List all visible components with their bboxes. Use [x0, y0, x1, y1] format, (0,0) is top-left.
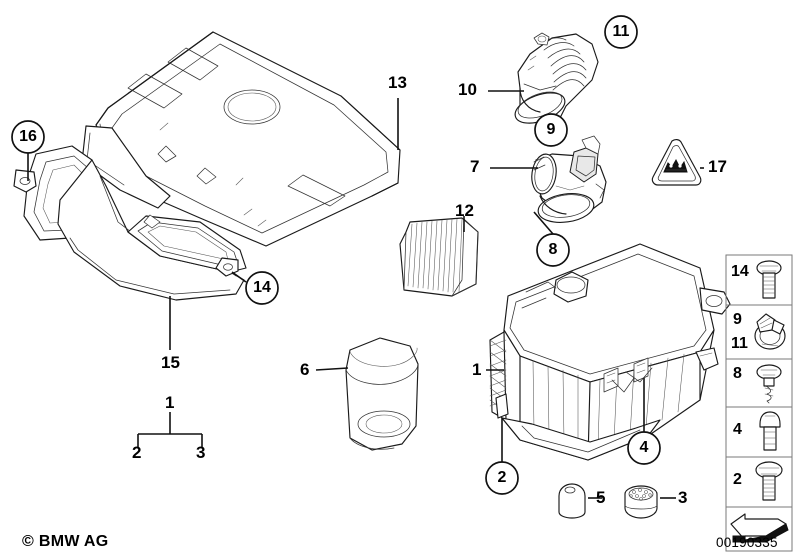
callout-label-4: 4 — [639, 439, 649, 456]
callout-circle-4 — [627, 431, 661, 465]
callout-label-2: 2 — [497, 469, 507, 486]
callout-label-9: 9 — [546, 121, 556, 138]
part-6-filter-cartridge — [345, 337, 419, 451]
callout-label-17: 17 — [708, 157, 727, 176]
part-1-intake-silencer-housing — [489, 243, 731, 461]
pan-head-screw-icon-2 — [755, 461, 783, 501]
callout-label-5: 5 — [596, 488, 606, 507]
part-7-hot-film-air-mass-meter — [531, 135, 607, 223]
bracket-child-label-3: 3 — [196, 443, 206, 462]
self-tapping-screw-icon — [756, 364, 782, 404]
callout-label-10: 10 — [458, 80, 477, 99]
callout-circle-8 — [536, 233, 570, 267]
hazard-pictogram-icon — [663, 158, 688, 173]
callout-label-11: 11 — [612, 23, 630, 40]
callout-label-3: 3 — [678, 488, 688, 507]
part-12-filter-element-pleated — [399, 217, 479, 297]
leader-lines — [27, 90, 704, 499]
legend-box — [725, 254, 793, 552]
legend-row-number-2: 2 — [733, 471, 742, 488]
bracket-child-label-2: 2 — [132, 443, 142, 462]
diagram-number: 00190335 — [716, 535, 778, 550]
bracket-parent-label-1: 1 — [165, 393, 175, 412]
direction-arrow-icon — [730, 513, 789, 543]
copyright-notice: © BMW AG — [22, 533, 109, 550]
callout-circle-16 — [11, 120, 45, 154]
legend-row-number-8: 8 — [733, 365, 742, 382]
callout-circle-9 — [534, 113, 568, 147]
part-5-rubber-grommet-cap — [558, 483, 586, 519]
part-17-warning-label-triangle — [651, 139, 702, 186]
legend-row-number-9: 9 — [733, 311, 742, 328]
callout-circle-2 — [485, 461, 519, 495]
legend-row-number-4: 4 — [733, 421, 742, 438]
legend-row-number-11: 11 — [731, 335, 748, 352]
callout-label-1-airbox: 1 — [472, 360, 482, 379]
part-10-intake-duct-hose — [514, 32, 599, 124]
callout-label-7: 7 — [470, 157, 480, 176]
callout-circle-14 — [245, 271, 279, 305]
callout-circle-11 — [604, 15, 638, 49]
part-3-rubber-mount-bushing — [624, 485, 658, 519]
hose-clamp-icon — [754, 313, 786, 350]
part-13-engine-acoustic-cover — [81, 31, 401, 247]
callout-label-13: 13 — [388, 73, 407, 92]
pan-head-screw-icon-14 — [756, 260, 782, 299]
callout-label-15: 15 — [161, 353, 180, 372]
hex-head-bolt-icon — [759, 411, 781, 451]
callout-label-16: 16 — [19, 128, 37, 145]
callout-label-8: 8 — [548, 241, 558, 258]
callout-label-14: 14 — [253, 279, 271, 296]
callout-label-6: 6 — [300, 360, 310, 379]
callout-label-12: 12 — [455, 201, 474, 220]
part-15-unfiltered-air-duct — [13, 145, 247, 301]
callout-circles — [11, 15, 661, 495]
legend-row-number-14: 14 — [731, 263, 749, 280]
